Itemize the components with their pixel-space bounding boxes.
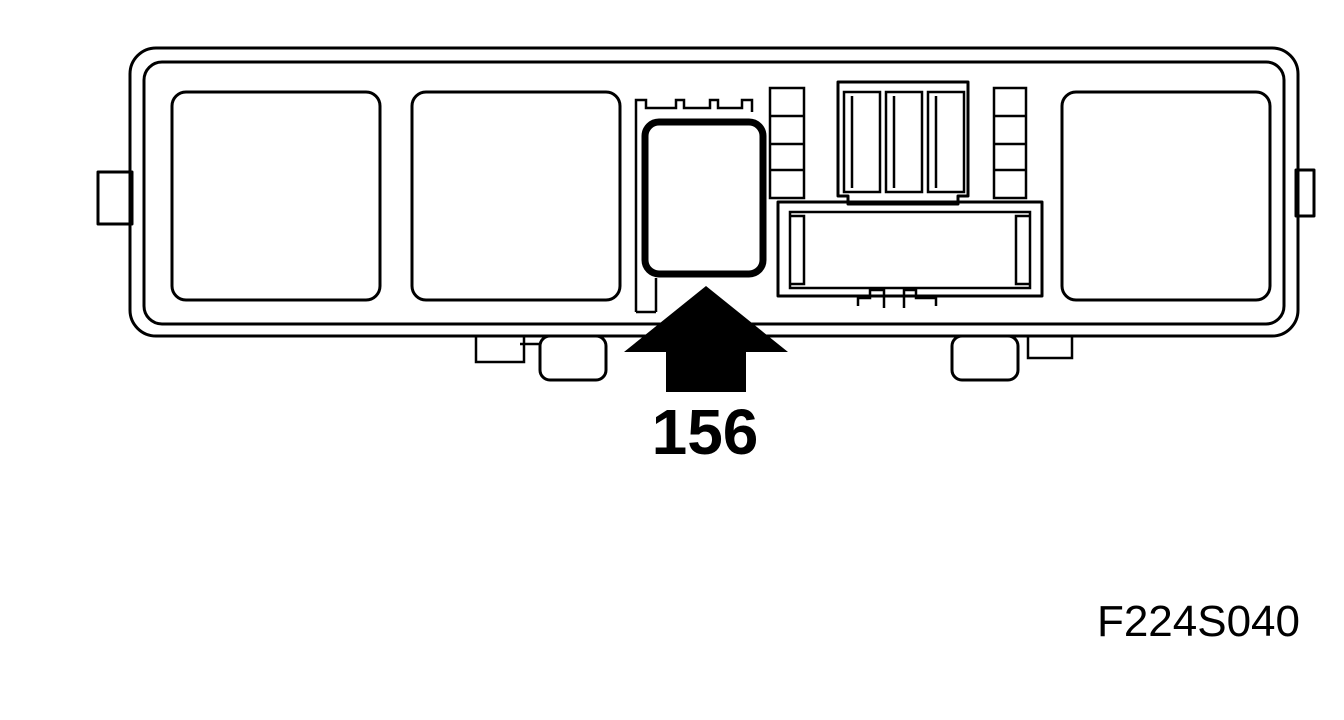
figure-id: F224S040 [1096,597,1300,646]
callout-label-156: 156 [651,396,759,468]
relay-156 [634,98,767,314]
left-mount-tab [96,170,134,226]
callout-arrow [624,286,788,392]
connector-block [776,200,1044,308]
relay-socket-1 [170,90,382,302]
bottom-clip-right [950,334,1074,382]
right-mount-tab [1294,168,1316,218]
fuse-column-left [768,86,806,200]
relay-socket-3 [1060,90,1272,302]
fuse-block-triple [836,80,970,206]
relay-box-housing-inner [142,60,1286,326]
relay-156-body [641,118,767,278]
bottom-clip-left [474,334,608,382]
relay-socket-2 [410,90,622,302]
fuse-column-right [992,86,1028,200]
